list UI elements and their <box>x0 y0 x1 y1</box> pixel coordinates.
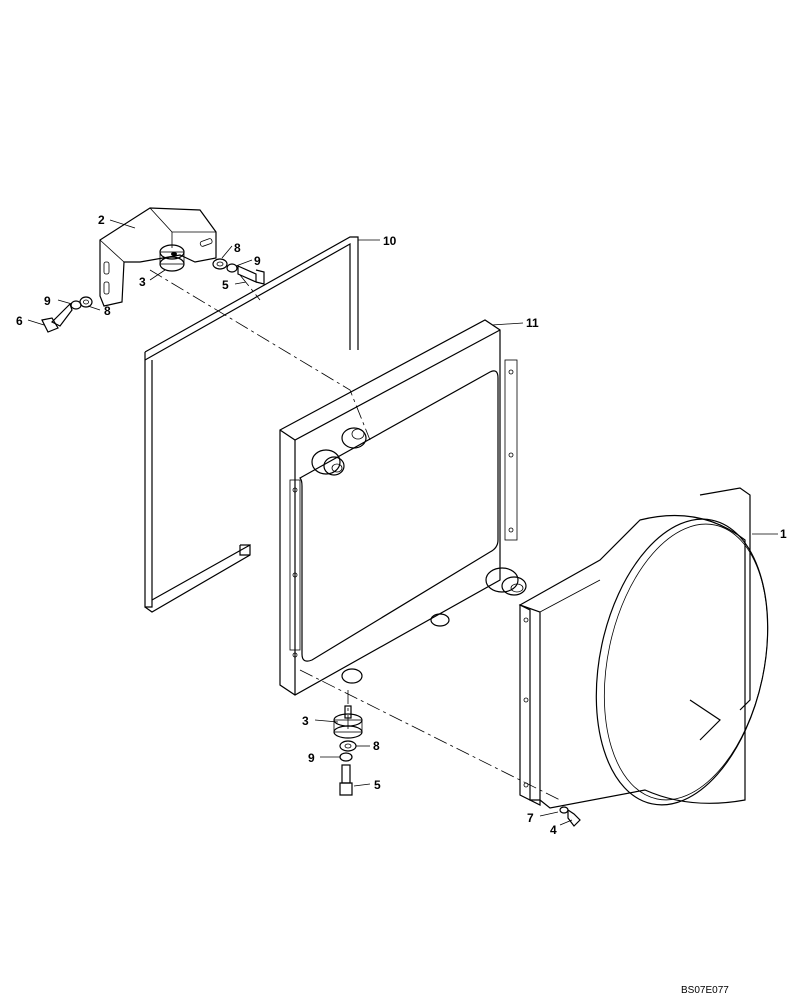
callout-7: 7 <box>527 811 534 825</box>
center-lines <box>149 269 561 801</box>
callout-3: 3 <box>139 275 146 289</box>
callout-8: 8 <box>234 241 241 255</box>
leader-lines <box>27 219 778 826</box>
callout-10: 10 <box>383 234 397 248</box>
callout-5: 5 <box>374 778 381 792</box>
callout-8: 8 <box>373 739 380 753</box>
fasteners-lower-right <box>559 806 581 827</box>
fan-shroud-part-1 <box>518 487 769 809</box>
callout-5: 5 <box>222 278 229 292</box>
callout-9: 9 <box>308 751 315 765</box>
callout-1: 1 <box>780 527 787 541</box>
rubber-mount-upper <box>159 244 185 272</box>
callout-8: 8 <box>104 304 111 318</box>
bracket-part-2 <box>99 207 217 307</box>
callout-2: 2 <box>98 213 105 227</box>
callout-4: 4 <box>550 823 557 837</box>
drawing-reference-code: BS07E077 <box>681 985 729 996</box>
seal-frame-part-10 <box>144 236 359 613</box>
callout-11: 11 <box>526 316 539 330</box>
cooler-part-11 <box>279 319 527 696</box>
fasteners-upper-right <box>212 258 265 285</box>
mount-stack-lower <box>333 705 363 796</box>
callout-6: 6 <box>16 314 23 328</box>
callout-labels: 2 8 9 3 5 10 9 8 6 11 1 3 8 9 5 7 4 <box>16 213 787 837</box>
callout-9: 9 <box>254 254 261 268</box>
fasteners-upper-left <box>41 296 93 333</box>
callout-9: 9 <box>44 294 51 308</box>
callout-3: 3 <box>302 714 309 728</box>
